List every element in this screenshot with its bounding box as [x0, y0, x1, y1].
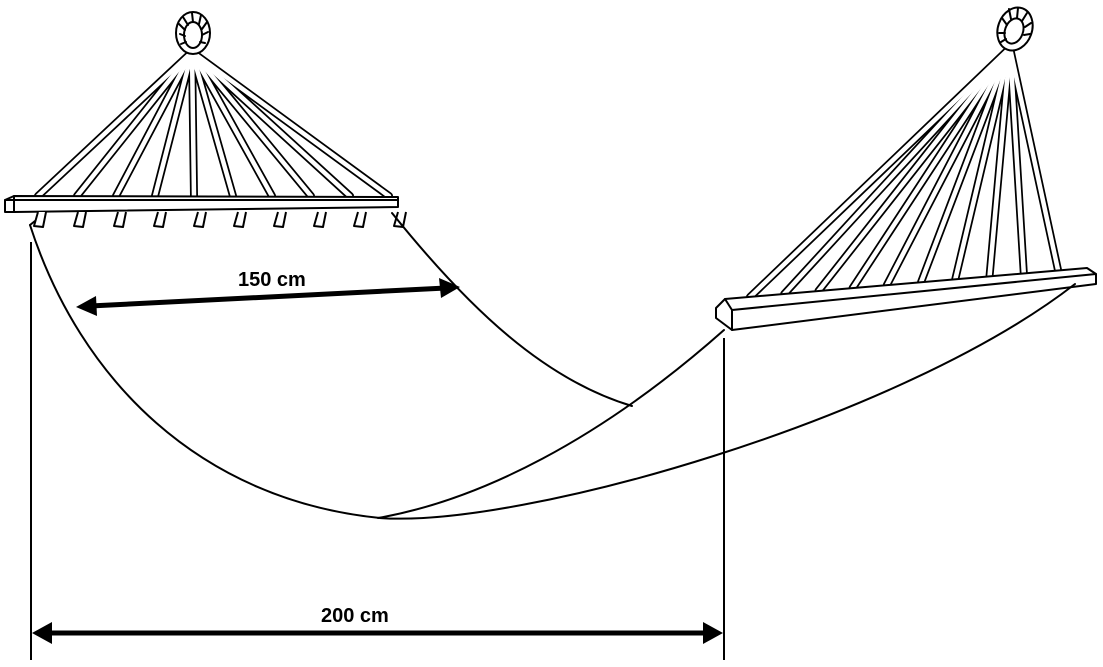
bar-tab	[233, 211, 247, 228]
right-spreader-bar	[715, 267, 1097, 331]
bar-tab	[73, 211, 87, 228]
bar-tab	[113, 211, 127, 228]
left-rope-highlight	[189, 49, 197, 199]
left-suspension-ropes	[34, 48, 393, 200]
left-bar-tabs	[33, 211, 407, 228]
length-dimension-arrow	[32, 622, 723, 644]
right-rope-highlight	[1007, 45, 1061, 273]
bar-tab	[393, 211, 407, 228]
width-dimension-arrow	[76, 278, 460, 316]
bar-tab	[153, 211, 167, 228]
left-hanging-loop	[175, 11, 211, 55]
left-rope-highlight	[189, 49, 314, 199]
dimension-extension-lines	[30, 242, 725, 660]
right-rope-highlight	[850, 45, 1013, 291]
right-hanging-loop	[996, 6, 1034, 52]
right-rope-highlight	[918, 45, 1013, 285]
bar-tab	[193, 211, 207, 228]
right-rope-highlight	[816, 45, 1013, 294]
right-rope-highlight	[781, 45, 1013, 297]
left-rope-highlight	[189, 49, 236, 199]
bar-tab	[33, 211, 47, 228]
left-rope-highlight	[189, 49, 275, 199]
right-rope-highlight	[747, 45, 1013, 300]
right-rope-highlight	[953, 45, 1013, 282]
bar-tab	[273, 211, 287, 228]
right-rope-highlight	[1007, 45, 1027, 276]
bar-tab	[353, 211, 367, 228]
right-rope-highlight	[987, 45, 1013, 279]
hammock-far-edge	[391, 212, 633, 407]
length-dimension-label: 200 cm	[321, 605, 389, 627]
hammock-far-edge-lower	[377, 329, 725, 519]
left-rope-highlight	[113, 49, 195, 199]
hammock-near-edge	[29, 224, 1076, 520]
left-rope-highlight	[189, 49, 353, 199]
right-suspension-ropes	[746, 44, 1062, 301]
left-rope-highlight	[35, 49, 195, 199]
bar-tab	[313, 211, 327, 228]
left-spreader-bar	[4, 195, 399, 213]
left-rope-highlight	[74, 49, 195, 199]
left-rope-highlight	[189, 49, 392, 199]
hammock-left-end	[29, 220, 36, 226]
right-rope-highlight	[884, 45, 1013, 288]
width-dimension-label: 150 cm	[238, 269, 306, 291]
hammock-fabric	[29, 212, 1076, 520]
left-rope-highlight	[152, 49, 195, 199]
